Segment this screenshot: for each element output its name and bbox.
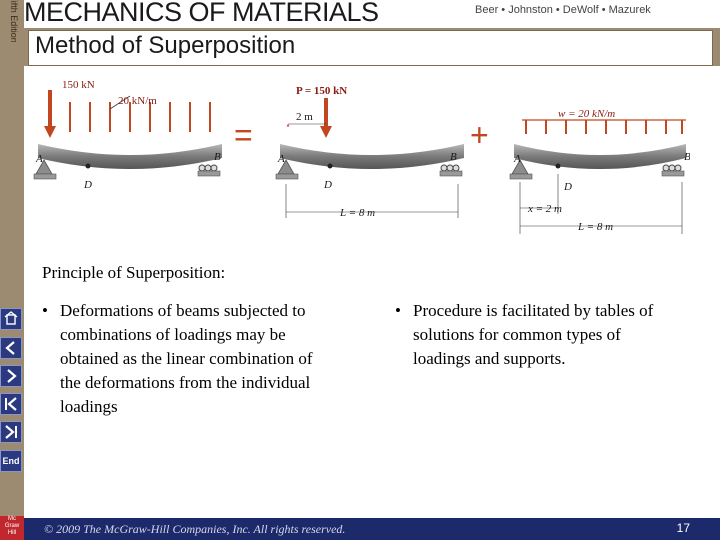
beam-1 <box>38 144 222 169</box>
fig3-offset-label: x = 2 m <box>527 203 562 215</box>
footer-bar: © 2009 The McGraw-Hill Companies, Inc. A… <box>24 518 720 540</box>
prev-slide-icon <box>5 341 15 355</box>
last-slide-icon <box>5 425 17 439</box>
bullet-left-line: obtained as the linear combination of <box>60 349 313 368</box>
fig3-dist-load-label: w = 20 kN/m <box>558 108 615 120</box>
point-d-marker-1 <box>85 163 91 169</box>
figure-distributed-load: w = 20 kN/m A B D x = 2 m L = 8 m <box>509 108 690 234</box>
bullet-left-line: the deformations from the individual <box>60 373 311 392</box>
slide-title: Method of Superposition <box>35 32 296 59</box>
first-slide-button[interactable] <box>0 393 22 415</box>
fig1-point-load-label: 150 kN <box>62 79 95 91</box>
distributed-load-arrows-1 <box>44 90 211 138</box>
bullet-dot: • <box>395 301 401 320</box>
principle-heading: Principle of Superposition: <box>42 263 226 282</box>
fig3-support-b-label: B <box>684 151 690 163</box>
fig1-support-a-label: A <box>35 153 43 165</box>
fig1-support-b-label: B <box>214 151 221 163</box>
bullet-right-line: loadings and supports. <box>413 349 566 368</box>
superposition-diagram: 150 kN 20 kN/m A B D = P = 150 kN 2 m A … <box>33 79 690 234</box>
figure-combined-loading: 150 kN 20 kN/m A B D <box>33 79 222 191</box>
fig2-point-load-label: P = 150 kN <box>296 85 347 97</box>
plus-sign: + <box>470 117 489 153</box>
bullet-dot: • <box>42 301 48 320</box>
page-number: 17 <box>676 521 690 535</box>
prev-slide-button[interactable] <box>0 337 22 359</box>
fig2-span-label: L = 8 m <box>339 207 375 219</box>
bullet-right-line: Procedure is facilitated by tables of <box>413 301 654 320</box>
fig2-offset-label: 2 m <box>296 111 313 123</box>
fig3-span-label: L = 8 m <box>577 221 613 233</box>
home-button[interactable] <box>0 308 22 330</box>
fig3-point-d-label: D <box>563 181 572 193</box>
figure-point-load: P = 150 kN 2 m A B D L = 8 m <box>275 85 464 219</box>
authors: Beer • Johnston • DeWolf • Mazurek <box>475 4 651 16</box>
edition-label: Fifth Edition <box>8 0 19 42</box>
book-title: MECHANICS OF MATERIALS <box>24 0 379 27</box>
slide-content <box>24 66 720 518</box>
subtitle-box: Method of Superposition <box>28 30 713 66</box>
bullet-right-lines: Procedure is facilitated by tables of so… <box>413 299 653 371</box>
home-icon <box>4 311 18 325</box>
end-button[interactable]: End <box>0 450 22 472</box>
next-slide-button[interactable] <box>0 365 22 387</box>
fig1-point-d-label: D <box>83 179 92 191</box>
bullet-left-lines: Deformations of beams subjected to combi… <box>60 299 313 419</box>
beam-2 <box>280 144 464 169</box>
copyright: © 2009 The McGraw-Hill Companies, Inc. A… <box>44 522 346 536</box>
equals-sign: = <box>234 117 253 153</box>
header-bar <box>24 0 720 30</box>
fig3-support-a-label: A <box>513 153 521 165</box>
next-slide-icon <box>7 369 17 383</box>
first-slide-icon <box>5 397 17 411</box>
beam-3 <box>514 144 686 169</box>
fig1-dist-load-label: 20 kN/m <box>118 95 157 107</box>
last-slide-button[interactable] <box>0 421 22 443</box>
fig2-support-b-label: B <box>450 151 457 163</box>
bullet-right-line: solutions for common types of <box>413 325 621 344</box>
fig2-point-d-label: D <box>323 179 332 191</box>
bullet-left-line: loadings <box>60 397 118 416</box>
bullet-left-line: combinations of loadings may be <box>60 325 286 344</box>
fig2-support-a-label: A <box>277 153 285 165</box>
roller-support-b-1 <box>197 170 221 177</box>
bullet-left-line: Deformations of beams subjected to <box>60 301 306 320</box>
